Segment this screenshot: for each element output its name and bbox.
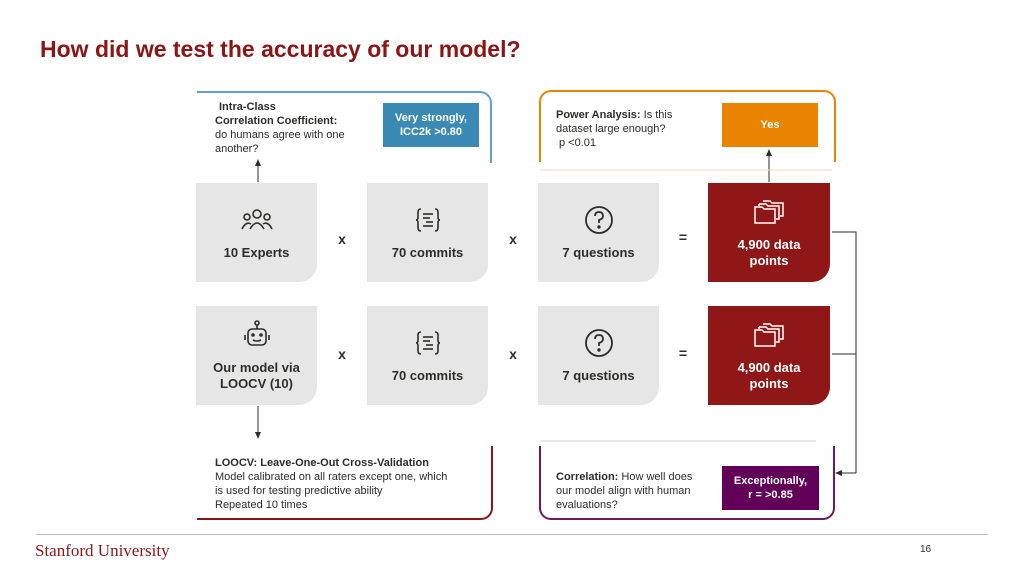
times-operator: x [338, 231, 346, 247]
questions-label: 7 questions [562, 244, 635, 260]
correlation-question-line3: evaluations? [556, 499, 618, 511]
correlation-result-badge: Exceptionally, r = >0.85 [722, 466, 819, 510]
model-label-line2: LOOCV (10) [220, 375, 293, 391]
questions-box: 7 questions [538, 183, 659, 282]
stanford-logo: Stanford University [35, 541, 170, 560]
equals-operator: = [678, 345, 688, 361]
data-points-line2: points [749, 252, 789, 268]
icc-question-line1: do humans agree with one [215, 129, 345, 141]
code-file-icon [414, 328, 442, 358]
power-result-badge: Yes [722, 103, 818, 147]
people-group-icon [240, 205, 273, 235]
equals-operator: = [678, 229, 688, 245]
folders-icon [753, 197, 785, 227]
icc-badge-line2: ICC2k >0.80 [399, 126, 463, 138]
times-operator: x [509, 346, 517, 362]
correlation-frame [539, 446, 835, 520]
commits-label-2: 70 commits [391, 367, 464, 383]
power-badge-label: Yes [760, 119, 780, 131]
times-operator: x [338, 346, 346, 362]
folders-icon [753, 320, 785, 350]
loocv-text: LOOCV: Leave-One-Out Cross-Validation Mo… [215, 456, 485, 512]
data-points-box: 4,900 data points [708, 183, 830, 282]
correlation-title: Correlation: [556, 471, 619, 483]
loocv-title: LOOCV: Leave-One-Out Cross-Validation [215, 457, 429, 469]
correlation-question-line2: our model align with human [556, 485, 691, 497]
experts-label: 10 Experts [223, 244, 290, 260]
power-pvalue: p <0.01 [559, 137, 597, 149]
loocv-frame [197, 446, 493, 520]
correlation-badge-line1: Exceptionally, [733, 475, 808, 487]
commits-box: 70 commits [367, 183, 488, 282]
bracket-results-to-correlation [832, 231, 857, 473]
correlation-badge-line2: r = >0.85 [748, 489, 793, 501]
model-box: Our model via LOOCV (10) [196, 306, 317, 405]
experts-box: 10 Experts [196, 183, 317, 282]
commits-box-2: 70 commits [367, 306, 488, 405]
correlation-question: How well does [618, 471, 693, 483]
questions-box-2: 7 questions [538, 306, 659, 405]
power-question-line2: dataset large enough? [556, 123, 666, 135]
slide-title: How did we test the accuracy of our mode… [40, 36, 521, 62]
code-file-icon [414, 205, 442, 235]
robot-icon [243, 319, 271, 350]
commits-label: 70 commits [391, 244, 464, 260]
question-circle-icon [584, 205, 614, 235]
loocv-desc-line2: is used for testing predictive ability [215, 485, 383, 497]
model-label-line1: Our model via [213, 359, 300, 375]
questions-label-2: 7 questions [562, 367, 635, 383]
icc-title-line1: Intra-Class [219, 101, 276, 113]
icc-badge-line1: Very strongly, [395, 112, 467, 124]
footer-divider [36, 534, 988, 535]
icc-title-line2: Correlation Coefficient: [215, 115, 338, 127]
correlation-text: Correlation: How well does our model ali… [556, 470, 716, 512]
power-title: Power Analysis: [556, 109, 641, 121]
data-points-line2-2: points [749, 375, 789, 391]
icc-result-badge: Very strongly, ICC2k >0.80 [383, 103, 479, 147]
times-operator: x [509, 231, 517, 247]
loocv-desc-line3: Repeated 10 times [215, 499, 308, 511]
data-points-line1-2: 4,900 data [737, 359, 801, 375]
icc-question-line2: another? [215, 143, 259, 155]
icc-frame [197, 91, 492, 163]
data-points-box-2: 4,900 data points [708, 306, 830, 405]
loocv-desc-line1: Model calibrated on all raters except on… [215, 471, 448, 483]
power-frame [539, 90, 836, 162]
question-circle-icon [584, 328, 614, 358]
icc-text: Intra-Class Correlation Coefficient: do … [215, 100, 385, 156]
page-number: 16 [920, 544, 932, 555]
power-question: Is this [640, 109, 673, 121]
power-text: Power Analysis: Is this dataset large en… [556, 108, 716, 150]
data-points-line1: 4,900 data [737, 236, 801, 252]
